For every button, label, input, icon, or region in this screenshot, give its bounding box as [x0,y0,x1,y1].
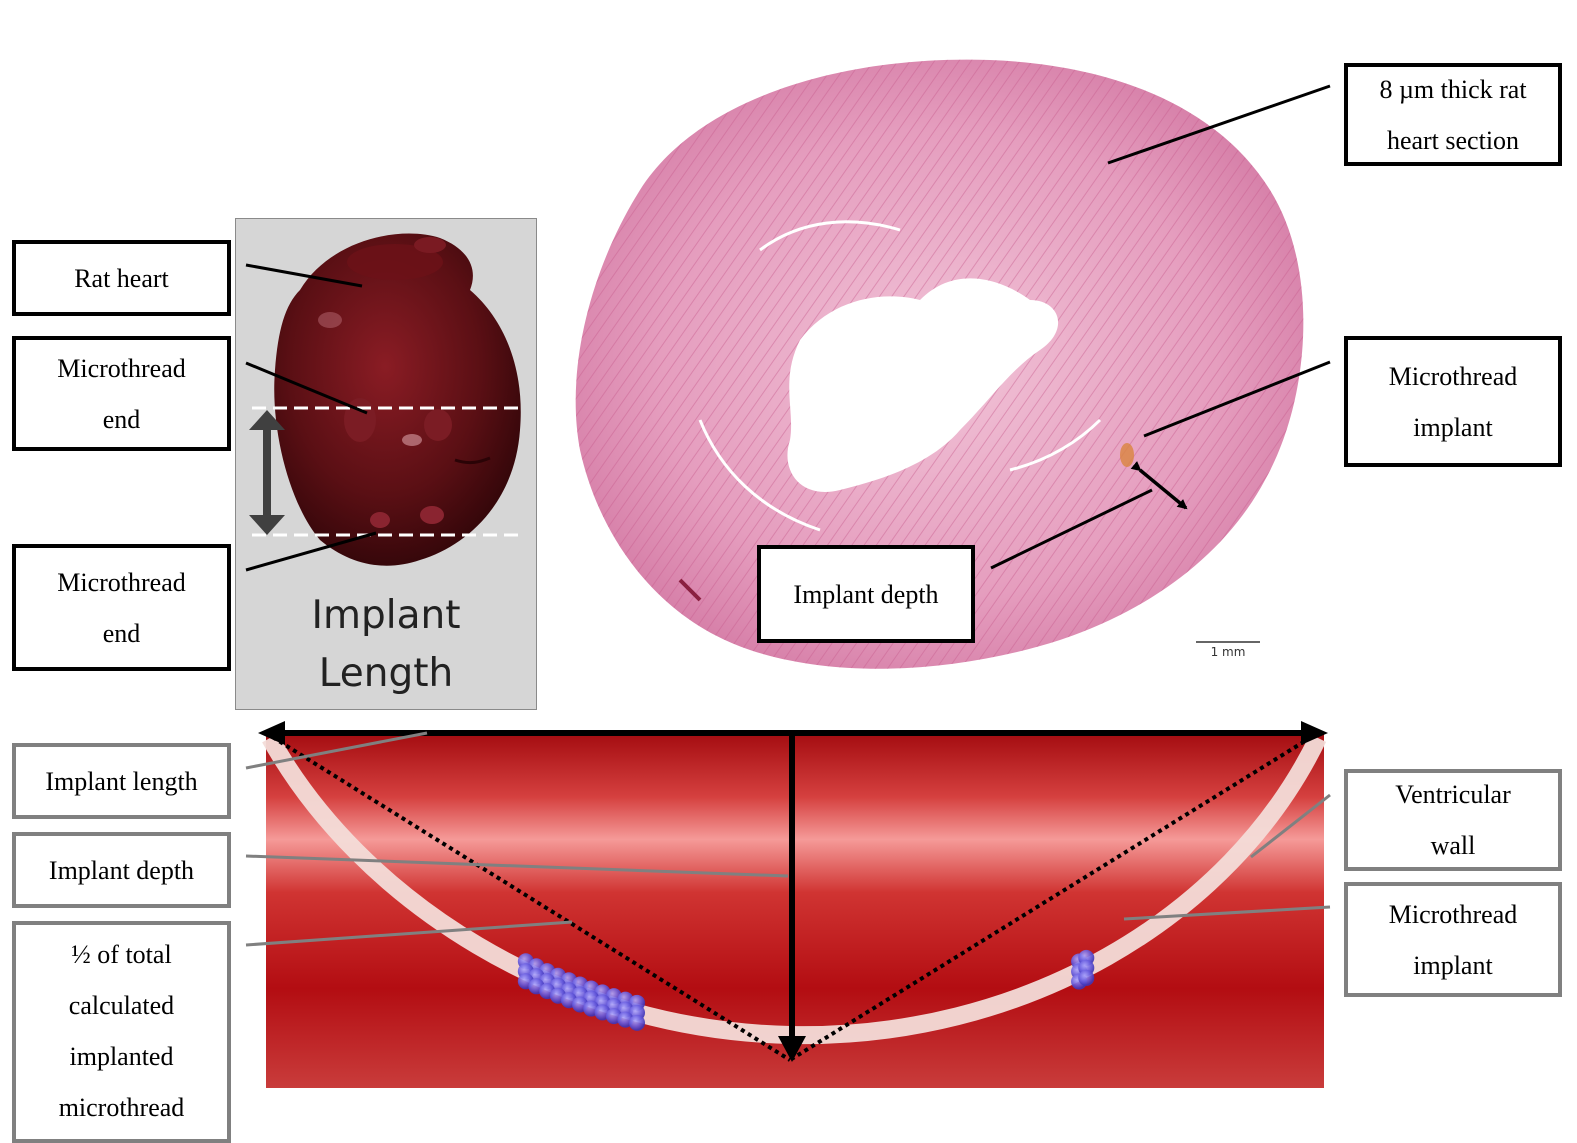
label-ventricular-wall: Ventricular wall [1344,769,1562,871]
label-implant-depth-top: Implant depth [757,545,975,643]
label-microthread-end-top: Microthread end [12,336,231,451]
rat-heart-photo [274,234,521,566]
bead [1078,970,1094,986]
implant-length-double-arrow [249,410,285,535]
label-microthread-implant-top: Microthread implant [1344,336,1562,467]
label-rat-heart: Rat heart [12,240,231,316]
label-implant-length: Implant length [12,743,231,819]
label-implant-depth-bottom: Implant depth [12,832,231,908]
ventricular-wall-schematic [258,721,1328,1088]
label-section: 8 µm thick rat heart section [1344,63,1562,166]
label-microthread-implant-bottom: Microthread implant [1344,882,1562,997]
scale-bar-label: 1 mm [1211,645,1246,659]
bead [629,1015,645,1031]
label-half-total: ½ of total calculated implanted microthr… [12,921,231,1143]
label-microthread-end-bottom: Microthread end [12,544,231,671]
